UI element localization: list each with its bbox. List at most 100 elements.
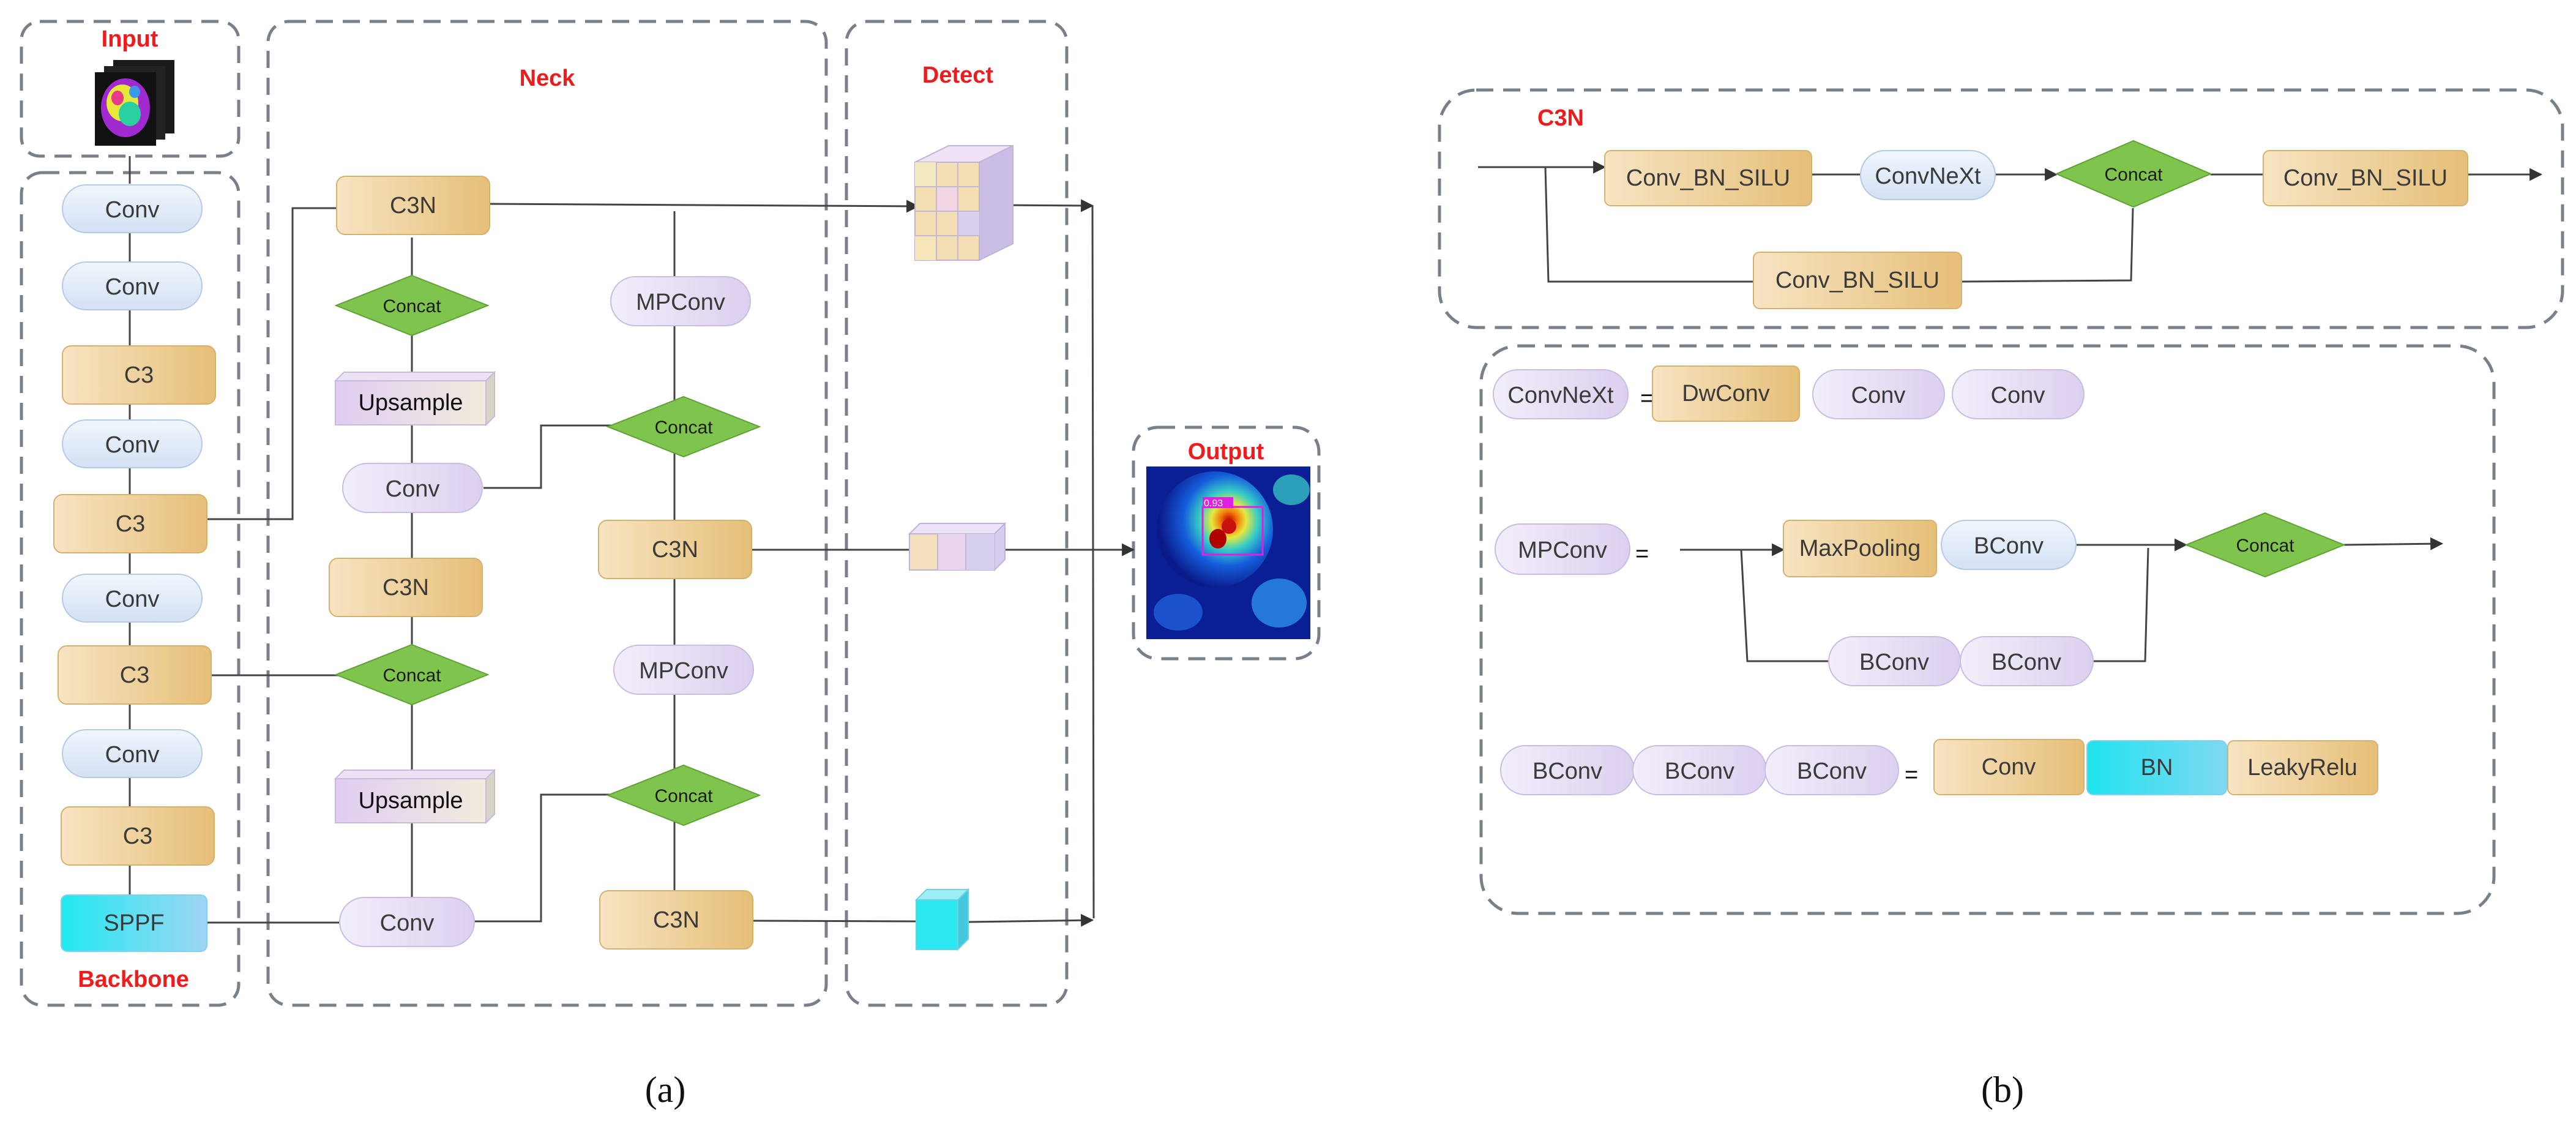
backbone-sppf: SPPF: [61, 894, 207, 952]
svg-text:=: =: [1640, 386, 1654, 411]
svg-text:=: =: [1905, 762, 1918, 788]
input-group-box: [20, 20, 241, 158]
c3n-title: C3N: [1537, 105, 1584, 131]
svg-text:Conv: Conv: [1982, 754, 2036, 780]
backbone-conv-4: Conv: [62, 574, 203, 623]
svg-text:Conv: Conv: [1851, 383, 1906, 408]
c3n-concat: Concat: [2055, 140, 2212, 208]
backbone-c3-1: C3: [62, 345, 216, 405]
svg-text:Concat: Concat: [654, 786, 713, 806]
neck-concat-1: Concat: [334, 274, 490, 337]
detect-cube-small: [914, 888, 970, 951]
neck-concat-3: Concat: [606, 395, 761, 458]
svg-text:Conv_BN_SILU: Conv_BN_SILU: [2283, 165, 2447, 191]
svg-text:C3: C3: [116, 511, 146, 537]
neck-mpconv-1: MPConv: [610, 276, 751, 326]
svg-text:BConv: BConv: [1665, 759, 1734, 784]
backbone-nodes: Conv Conv C3 Conv C3 Conv: [53, 184, 216, 952]
svg-text:Conv: Conv: [105, 742, 160, 768]
svg-text:MPConv: MPConv: [1518, 538, 1607, 563]
svg-text:Conv: Conv: [380, 910, 435, 936]
neck-concat-4: Concat: [606, 764, 761, 826]
svg-text:MaxPooling: MaxPooling: [1799, 536, 1921, 561]
svg-text:C3: C3: [123, 823, 153, 849]
svg-text:Conv: Conv: [386, 476, 440, 502]
bconv-definition: BConv BConv BConv = Conv BN LeakyRelu: [1500, 739, 2378, 795]
svg-text:C3N: C3N: [383, 575, 429, 601]
neck-conv-mid: Conv: [342, 463, 483, 513]
neck-upsample-2: Upsample: [334, 768, 496, 825]
svg-text:Concat: Concat: [383, 296, 441, 317]
neck-conv-bottom: Conv: [339, 897, 475, 947]
neck-c3n-right: C3N: [598, 520, 752, 579]
neck-group-box: [266, 20, 828, 1007]
c3n-connectors: [1478, 160, 2543, 283]
mpconv-definition: MPConv = MaxPooling BConv Concat BConv B…: [1495, 512, 2346, 686]
backbone-c3-4: C3: [61, 806, 215, 866]
caption-b: (b): [1981, 1070, 2024, 1110]
svg-text:Conv: Conv: [105, 432, 160, 458]
detect-cube-medium: [908, 522, 1007, 572]
svg-text:BConv: BConv: [1992, 650, 2061, 675]
backbone-title: Backbone: [78, 967, 189, 992]
neck-mpconv-2: MPConv: [613, 645, 754, 695]
neck-title: Neck: [520, 66, 576, 91]
backbone-conv-3: Conv: [62, 419, 203, 468]
svg-text:Concat: Concat: [2104, 165, 2163, 185]
backbone-conv-2: Conv: [62, 261, 203, 310]
backbone-c3-3: C3: [58, 645, 212, 705]
svg-text:MPConv: MPConv: [636, 290, 725, 315]
svg-text:LeakyRelu: LeakyRelu: [2247, 755, 2358, 781]
neck-c3n-right-bottom: C3N: [599, 890, 753, 950]
svg-text:Conv: Conv: [105, 274, 160, 300]
detection-confidence: 0.93: [1204, 498, 1223, 509]
output-title: Output: [1188, 439, 1264, 465]
svg-text:Concat: Concat: [654, 418, 713, 438]
panel-b: C3N Conv_BN_SILU ConvNeXt Concat Conv_BN…: [1438, 88, 2564, 1110]
c3n-convnext: ConvNeXt: [1860, 150, 1996, 200]
c3n-conv-bn-silu-1: Conv_BN_SILU: [1604, 150, 1812, 206]
neck-c3n-top: C3N: [336, 176, 490, 235]
svg-text:BConv: BConv: [1797, 759, 1867, 784]
neck-nodes: C3N Concat Upsample Conv C3N: [329, 176, 761, 950]
input-image-stack: [95, 60, 174, 146]
svg-text:BConv: BConv: [1974, 533, 2044, 559]
neck-concat-2: Concat: [334, 643, 490, 706]
detect-title: Detect: [922, 62, 993, 88]
backbone-c3-2: C3: [53, 494, 207, 553]
backbone-conv-5: Conv: [62, 729, 203, 778]
c3n-conv-bn-silu-2: Conv_BN_SILU: [2263, 150, 2468, 206]
input-title: Input: [102, 26, 159, 52]
svg-text:Upsample: Upsample: [358, 390, 463, 416]
c3n-definition-box: [1438, 88, 2564, 329]
c3n-conv-bn-silu-3: Conv_BN_SILU: [1753, 252, 1962, 309]
detect-cube-large: [914, 144, 1014, 261]
svg-text:Conv: Conv: [105, 197, 160, 223]
svg-text:Concat: Concat: [383, 665, 441, 686]
svg-text:BConv: BConv: [1859, 650, 1929, 675]
svg-text:C3: C3: [120, 662, 150, 688]
svg-text:MPConv: MPConv: [639, 658, 728, 684]
backbone-conv-1: Conv: [62, 184, 203, 233]
svg-text:Conv_BN_SILU: Conv_BN_SILU: [1626, 165, 1790, 191]
svg-text:C3: C3: [124, 362, 154, 388]
svg-text:SPPF: SPPF: [103, 910, 164, 936]
svg-text:C3N: C3N: [652, 537, 698, 563]
panel-a: Input Backbone Neck Detect Output: [20, 20, 1321, 1110]
caption-a: (a): [645, 1070, 686, 1110]
mpconv-connectors: [1680, 537, 2444, 662]
output-group-box: [1132, 425, 1321, 661]
svg-text:BConv: BConv: [1533, 759, 1602, 784]
svg-text:Concat: Concat: [2236, 536, 2294, 556]
svg-text:Upsample: Upsample: [358, 788, 463, 814]
svg-text:C3N: C3N: [390, 193, 436, 219]
svg-text:DwConv: DwConv: [1682, 381, 1770, 407]
neck-upsample-1: Upsample: [334, 370, 496, 427]
svg-text:=: =: [1635, 541, 1649, 567]
svg-text:ConvNeXt: ConvNeXt: [1507, 383, 1614, 408]
svg-text:Conv_BN_SILU: Conv_BN_SILU: [1775, 268, 1939, 293]
svg-text:C3N: C3N: [653, 907, 700, 933]
neck-c3n-mid: C3N: [329, 558, 483, 617]
output-heatmap: 0.93: [1146, 466, 1310, 639]
